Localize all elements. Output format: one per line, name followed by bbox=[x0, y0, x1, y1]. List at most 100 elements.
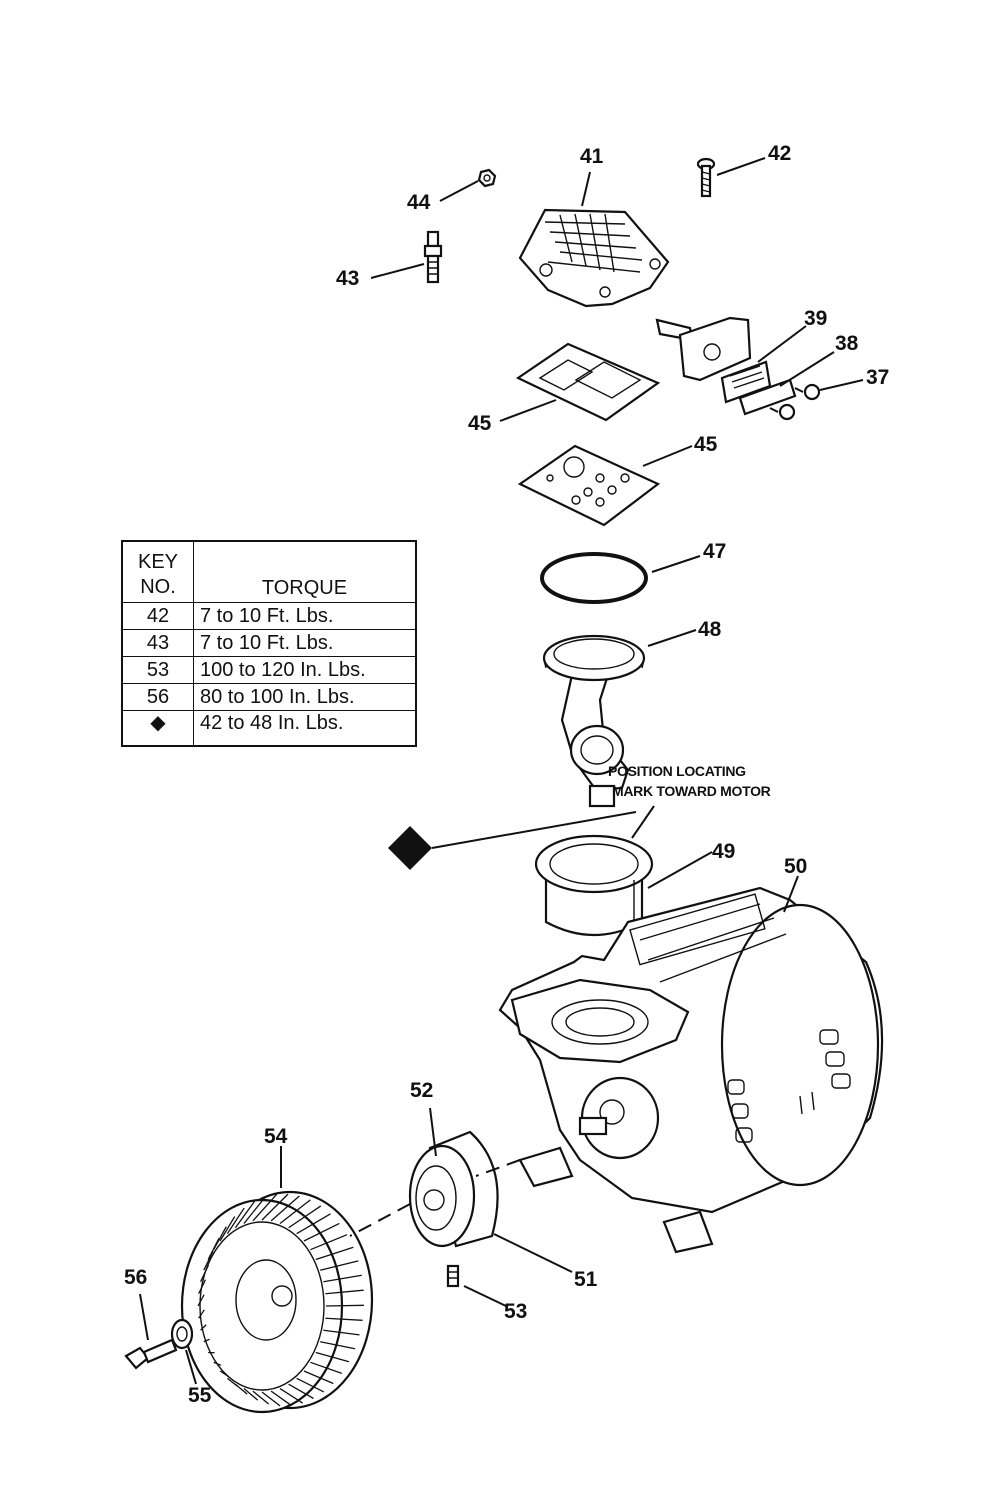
leader-37 bbox=[819, 379, 864, 391]
fan-blade bbox=[270, 1390, 292, 1407]
fan-blade bbox=[320, 1341, 356, 1350]
fan-blade bbox=[261, 1193, 289, 1221]
fan-blade bbox=[243, 1196, 266, 1224]
label-53: 53 bbox=[504, 1300, 527, 1323]
part-48-piston-rod bbox=[542, 634, 646, 808]
leader-note bbox=[631, 805, 655, 839]
fan-blade bbox=[315, 1351, 350, 1363]
leader-45a bbox=[499, 399, 557, 422]
part-38-valve-plate bbox=[738, 378, 797, 416]
label-51: 51 bbox=[574, 1268, 598, 1291]
label-52: 52 bbox=[410, 1079, 433, 1102]
part-56-bolt bbox=[124, 1338, 178, 1370]
label-39: 39 bbox=[804, 307, 827, 330]
fan-blade bbox=[288, 1383, 314, 1400]
label-49: 49 bbox=[712, 840, 735, 863]
fan-blade bbox=[296, 1377, 325, 1393]
label-44: 44 bbox=[407, 191, 431, 214]
leader-41 bbox=[581, 171, 591, 207]
leader-51 bbox=[493, 1233, 573, 1273]
label-54: 54 bbox=[264, 1125, 288, 1148]
part-49-cylinder-sleeve bbox=[534, 834, 654, 936]
leader-39 bbox=[757, 325, 807, 363]
label-43: 43 bbox=[336, 267, 359, 290]
torque-table-row: 53 100 to 120 In. Lbs. bbox=[121, 656, 417, 684]
fan-blade bbox=[303, 1222, 340, 1242]
fan-blade bbox=[226, 1377, 238, 1387]
part-47-o-ring bbox=[540, 552, 648, 604]
fan-blade bbox=[200, 1264, 210, 1283]
locating-note-line1: POSITION LOCATING bbox=[608, 763, 746, 779]
leader-55 bbox=[185, 1349, 197, 1385]
row-torque: 80 to 100 In. Lbs. bbox=[193, 683, 417, 711]
torque-table-row: 43 7 to 10 Ft. Lbs. bbox=[121, 629, 417, 657]
label-45a: 45 bbox=[468, 412, 492, 435]
torque-table: KEY NO. TORQUE 42 7 to 10 Ft. Lbs. 43 7 … bbox=[121, 540, 417, 747]
leader-53 bbox=[463, 1285, 507, 1307]
fan-blade bbox=[198, 1309, 205, 1319]
fan-blade bbox=[252, 1194, 278, 1222]
fan-blade bbox=[323, 1274, 362, 1283]
part-45-gasket bbox=[515, 342, 661, 422]
label-48: 48 bbox=[698, 618, 722, 641]
header-key-line2: NO. bbox=[140, 576, 176, 598]
leader-45b bbox=[642, 445, 693, 467]
label-37: 37 bbox=[866, 366, 889, 389]
fan-blade bbox=[279, 1387, 304, 1404]
row-torque: 42 to 48 In. Lbs. bbox=[193, 710, 417, 747]
part-39-reed-valve bbox=[720, 360, 772, 404]
row-key: 53 bbox=[121, 656, 194, 684]
part-43-fitting bbox=[423, 230, 443, 284]
torque-diamond-marker bbox=[388, 826, 432, 870]
part-44-nut bbox=[477, 168, 497, 188]
leader-48 bbox=[647, 629, 697, 647]
fan-blade bbox=[234, 1201, 255, 1229]
fan-blade bbox=[288, 1205, 322, 1229]
part-53-set-screw bbox=[446, 1264, 460, 1288]
torque-table-row: 56 80 to 100 In. Lbs. bbox=[121, 683, 417, 711]
fan-blade bbox=[325, 1304, 364, 1307]
torque-table-row: 42 7 to 10 Ft. Lbs. bbox=[121, 602, 417, 630]
leader-38 bbox=[779, 351, 835, 387]
header-key-line1: KEY bbox=[137, 551, 179, 573]
fan-blade bbox=[243, 1388, 259, 1401]
fan-blade bbox=[252, 1390, 270, 1405]
label-42: 42 bbox=[768, 142, 791, 165]
leader-49 bbox=[647, 851, 713, 889]
label-41: 41 bbox=[580, 145, 604, 168]
fan-blade bbox=[197, 1294, 205, 1307]
leader-47 bbox=[651, 555, 701, 573]
fan-blade bbox=[323, 1329, 360, 1336]
fan-blade bbox=[219, 1216, 236, 1242]
fan-blade bbox=[270, 1195, 300, 1222]
fan-blade bbox=[325, 1289, 364, 1295]
row-key: 43 bbox=[121, 629, 194, 657]
fan-blade bbox=[296, 1213, 331, 1235]
fan-blade bbox=[303, 1370, 334, 1385]
row-key: 56 bbox=[121, 683, 194, 711]
shaft-centerline bbox=[475, 1159, 521, 1177]
fan-blade bbox=[203, 1338, 210, 1343]
row-torque: 7 to 10 Ft. Lbs. bbox=[193, 629, 417, 657]
label-50: 50 bbox=[784, 855, 807, 878]
leader-52 bbox=[429, 1107, 437, 1157]
fan-blade bbox=[320, 1260, 359, 1271]
part-valve-bracket bbox=[655, 316, 752, 382]
fan-blade bbox=[226, 1207, 245, 1235]
leader-42 bbox=[716, 157, 766, 176]
leader-diamond bbox=[431, 811, 637, 849]
header-torque: TORQUE bbox=[193, 540, 417, 603]
part-55-washer bbox=[170, 1318, 194, 1350]
fan-blade bbox=[279, 1199, 311, 1224]
row-torque: 7 to 10 Ft. Lbs. bbox=[193, 602, 417, 630]
fan-blade bbox=[310, 1361, 342, 1374]
torque-table-row: ◆ 42 to 48 In. Lbs. bbox=[121, 710, 417, 747]
row-key: 42 bbox=[121, 602, 194, 630]
fan-blade bbox=[200, 1324, 207, 1331]
part-45-valve-plate bbox=[517, 444, 661, 527]
locating-note-line2: MARK TOWARD MOTOR bbox=[612, 783, 771, 799]
label-45b: 45 bbox=[694, 433, 718, 456]
part-50-motor bbox=[498, 886, 884, 1254]
fan-centerline bbox=[349, 1203, 411, 1237]
